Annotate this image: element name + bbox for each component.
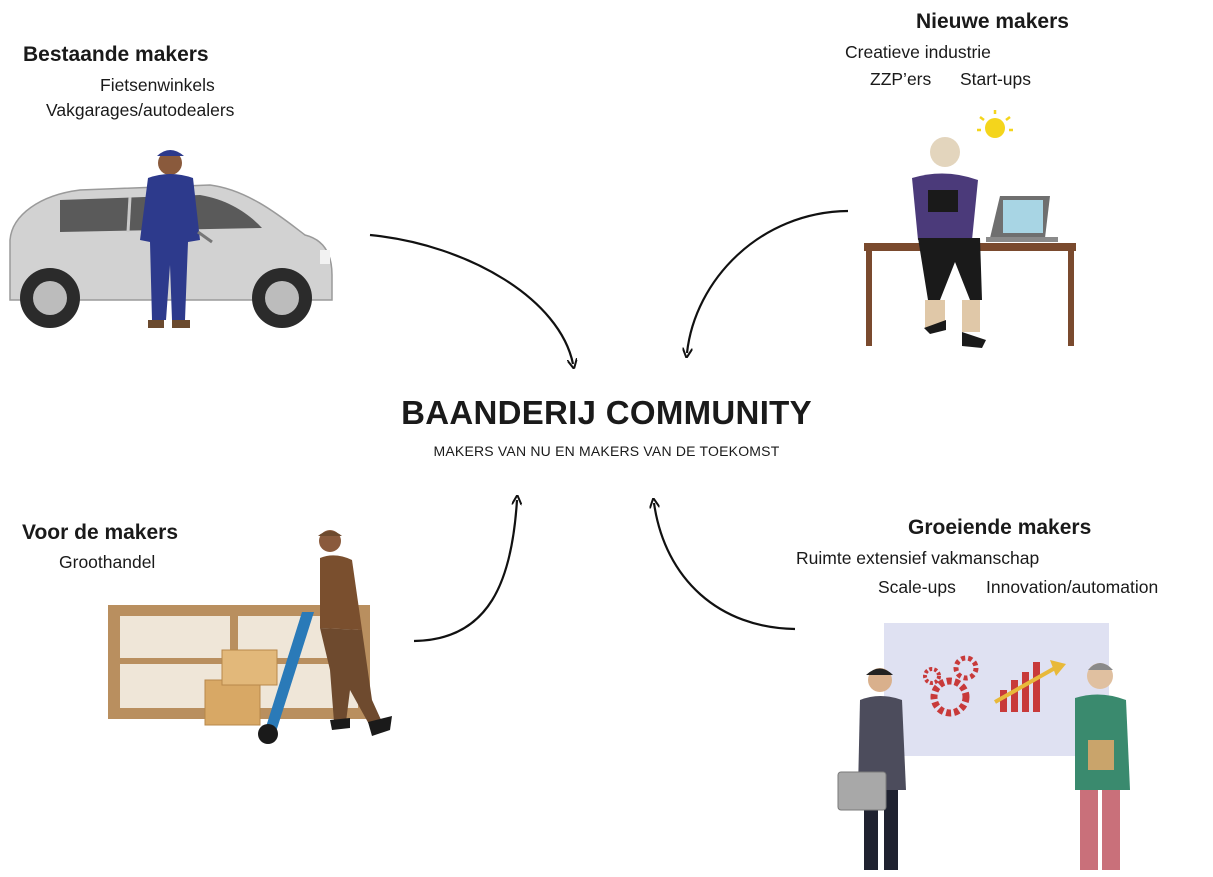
groeiende-heading: Groeiende makers <box>908 516 1092 539</box>
center-title: BAANDERIJ COMMUNITY <box>401 394 812 431</box>
creative-desk-illustration <box>864 110 1076 348</box>
voor-line-1: Groothandel <box>59 552 156 572</box>
arrow-from-voor <box>413 500 517 643</box>
wholesale-mover-illustration <box>108 530 392 744</box>
bestaande-heading: Bestaande makers <box>23 43 209 66</box>
nieuwe-line-1: Creatieve industrie <box>845 42 991 62</box>
car-mechanic-illustration <box>9 150 333 328</box>
arrow-from-nieuwe <box>687 209 849 353</box>
groeiende-line-2: Scale-ups <box>878 577 956 597</box>
nieuwe-heading: Nieuwe makers <box>916 10 1069 33</box>
center-subtitle: MAKERS VAN NU EN MAKERS VAN DE TOEKOMST <box>433 443 780 459</box>
growing-makers-illustration <box>837 623 1130 870</box>
voor-heading: Voor de makers <box>22 521 179 544</box>
bestaande-line-2: Vakgarages/autodealers <box>46 100 235 120</box>
nieuwe-line-3: Start-ups <box>960 69 1031 89</box>
arrow-from-groeiende <box>654 503 796 631</box>
groeiende-line-1: Ruimte extensief vakmanschap <box>796 548 1040 568</box>
arrow-from-bestaande <box>369 233 573 364</box>
nieuwe-line-2: ZZP’ers <box>870 69 932 89</box>
growth-chart-icon <box>1000 662 1040 712</box>
bestaande-line-1: Fietsenwinkels <box>100 75 215 95</box>
groeiende-line-3: Innovation/automation <box>986 577 1159 597</box>
gear-icon <box>930 677 970 717</box>
